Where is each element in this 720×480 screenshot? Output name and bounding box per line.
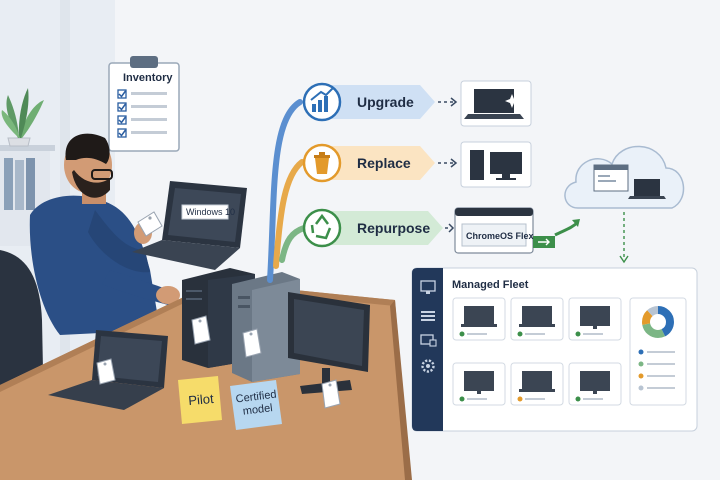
device-tile [452,362,506,406]
cloud-icon [564,145,685,209]
monitor-icon [420,280,436,294]
price-tag-icon [137,211,163,237]
branch-banner-replace [325,146,435,180]
checklist-icon [117,89,167,138]
cloud-arrow-head [619,255,629,264]
branch-label-repurpose: Repurpose [357,220,431,236]
device-tile [452,297,506,341]
sticky-note-pilot-label: Pilot [187,390,215,409]
tag-icon [191,315,211,345]
device-tile [568,297,622,341]
device-tile [510,362,564,406]
fleet-title: Managed Fleet [452,279,529,291]
gear-icon [421,359,435,373]
sticky-note-pilot [178,376,222,424]
recycle-icon [302,208,342,248]
tag-icon [96,358,116,385]
plant-icon [1,88,44,147]
arrow-to-cloud [554,219,580,237]
device-tile [510,297,564,341]
inventory-title: Inventory [123,72,173,84]
trash-icon [302,143,342,183]
monitor-desk [288,292,370,394]
chromeos-flex-window [454,207,555,254]
donut-chart-card [629,297,687,406]
device-tags [96,315,341,409]
branch-banner-repurpose [325,211,443,245]
tag-icon [321,379,341,409]
chromeos-flex-label: ChromeOS Flex [466,231,534,241]
device-tile [568,362,622,406]
branch-banner-upgrade [325,85,435,119]
tag-icon [242,328,262,358]
branch-label-upgrade: Upgrade [357,94,414,110]
upgrade-card [460,80,532,127]
branch-label-replace: Replace [357,155,411,171]
sticky-note-certified [230,380,282,430]
devices-icon [420,334,437,347]
fleet-dashboard [411,267,698,432]
list-icon [421,311,435,321]
inventory-clipboard [108,56,180,152]
windows-label: Windows 10 [186,207,236,217]
chart-up-icon [302,82,342,122]
dashed-arrows [438,97,458,233]
replace-card [460,141,532,188]
laptop-windows [132,181,247,270]
branch-connectors [267,99,307,283]
sticky-note-certified-label: Certified model [235,388,278,418]
